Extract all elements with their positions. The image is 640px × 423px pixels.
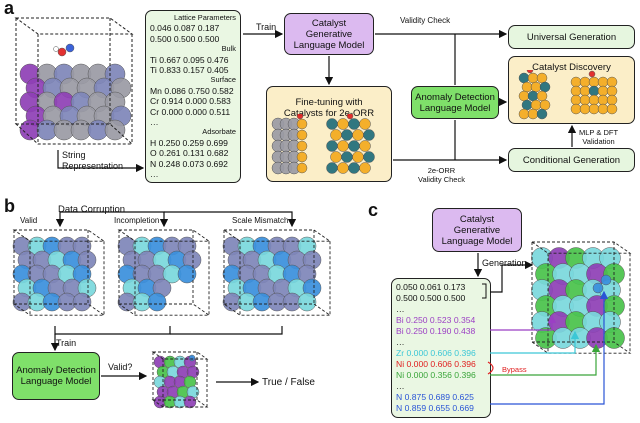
string-line: Ti 0.833 0.157 0.405 [150, 65, 229, 76]
string-line: Bulk [221, 44, 236, 54]
string-line: … [150, 169, 159, 180]
atom [536, 108, 548, 120]
anomaly-detection-lm-box-b: Anomaly Detection Language Model [12, 352, 100, 400]
atom [296, 140, 308, 152]
panel-a-letter: a [4, 0, 15, 18]
panel-c-letter: c [368, 200, 379, 220]
atom [606, 103, 618, 115]
generated-line: Bi 0.250 0.523 0.354 [396, 315, 476, 325]
finetune-structures [271, 114, 375, 175]
oxygen-atom [588, 70, 596, 78]
crystal-structure-valid [12, 229, 106, 316]
generation-label: Generation [482, 258, 527, 268]
catalyst-discovery-label: Catalyst Discovery [532, 62, 611, 73]
string-line: 0.046 0.087 0.187 [150, 23, 220, 34]
atom [147, 292, 167, 312]
mlp-dft-label: MLP & DFT Validation [579, 128, 619, 146]
generated-line: 0.050 0.061 0.173 [396, 282, 466, 292]
unit-cell-outline [530, 241, 632, 354]
string-line: … [150, 117, 159, 128]
atom [72, 292, 92, 312]
crystal-structure-a [14, 17, 134, 145]
atom [296, 118, 308, 130]
nitrogen-atom [188, 354, 196, 362]
atom [359, 140, 371, 152]
generated-line: Ni 0.000 0.606 0.396 [396, 359, 476, 369]
atom [177, 264, 197, 284]
nitrogen-atom [600, 274, 612, 286]
string-line: Ti 0.667 0.095 0.476 [150, 54, 229, 65]
atom [296, 162, 308, 174]
query-structure [151, 351, 209, 409]
oxygen-atom [526, 70, 534, 74]
generated-line: … [396, 381, 405, 391]
string-line: Adsorbate [202, 127, 236, 137]
oxygen-atom [346, 114, 354, 120]
orr-validity-label: 2e-ORR Validity Check [418, 166, 465, 184]
string-line: Cr 0.914 0.000 0.583 [150, 96, 231, 107]
atom [296, 129, 308, 141]
atom [183, 395, 197, 409]
incompletion-label: Incompletion [114, 216, 160, 225]
string-representation-label: String Representation [62, 150, 124, 171]
data-corruption-label: Data Corruption [58, 204, 126, 215]
valid-label: Valid [20, 216, 38, 225]
generated-line: N 0.859 0.655 0.669 [396, 403, 474, 413]
generated-line: … [396, 337, 405, 347]
nitrogen-atom [592, 282, 604, 294]
generated-line: 0.500 0.500 0.500 [396, 293, 466, 303]
hydrogen-atom [53, 46, 59, 52]
anomaly-detection-lm-box-a: Anomaly Detection Language Model [411, 86, 499, 119]
string-line: Lattice Parameters [173, 13, 236, 22]
universal-generation-box: Universal Generation [508, 25, 635, 49]
oxygen-atom [57, 47, 67, 57]
atom [104, 119, 126, 141]
generated-line: Ni 0.000 0.356 0.396 [396, 370, 476, 380]
bypass-label: Bypass [502, 365, 527, 374]
string-line: O 0.261 0.131 0.682 [150, 148, 229, 159]
crystal-structure-scale-mismatch [222, 229, 332, 316]
atom [296, 151, 308, 163]
generated-line: N 0.875 0.689 0.625 [396, 392, 474, 402]
catalyst-generative-lm-box-c: Catalyst Generative Language Model [432, 208, 522, 252]
train-label-b: Train [56, 338, 77, 348]
generated-crystal-structure [530, 241, 632, 354]
atom [359, 162, 371, 174]
string-line: 0.500 0.500 0.500 [150, 33, 220, 44]
generated-line: Zr 0.000 0.606 0.396 [396, 348, 476, 358]
discovery-structures [518, 70, 618, 120]
oxygen-atom [296, 114, 304, 120]
true-false-label: True / False [262, 377, 315, 388]
string-line: N 0.248 0.073 0.692 [150, 158, 228, 169]
string-line: Surface [210, 75, 236, 85]
atom [297, 292, 317, 312]
train-label-a: Train [256, 22, 277, 32]
atom [363, 129, 375, 141]
crystal-structure-incompletion [117, 229, 211, 316]
string-line: Cr 0.000 0.000 0.511 [150, 106, 231, 117]
conditional-generation-box: Conditional Generation [508, 148, 635, 172]
string-line: Mn 0.086 0.750 0.582 [150, 85, 234, 96]
unit-cell-outline [151, 351, 209, 408]
generated-line: Bi 0.250 0.190 0.438 [396, 326, 476, 336]
panel-b-letter: b [4, 196, 15, 216]
atom [363, 151, 375, 163]
generated-line: … [396, 304, 405, 314]
catalyst-generative-lm-box-a: Catalyst Generative Language Model [284, 13, 374, 55]
string-line: H 0.250 0.259 0.699 [150, 137, 228, 148]
atom [359, 118, 371, 130]
valid-question-label: Valid? [108, 362, 133, 372]
nitrogen-atom [65, 43, 75, 53]
validity-check-label: Validity Check [400, 16, 451, 25]
finetune-label: Fine-tuning with Catalysts for 2e-ORR [283, 97, 375, 119]
scale-mismatch-label: Scale Mismatch [232, 216, 289, 225]
